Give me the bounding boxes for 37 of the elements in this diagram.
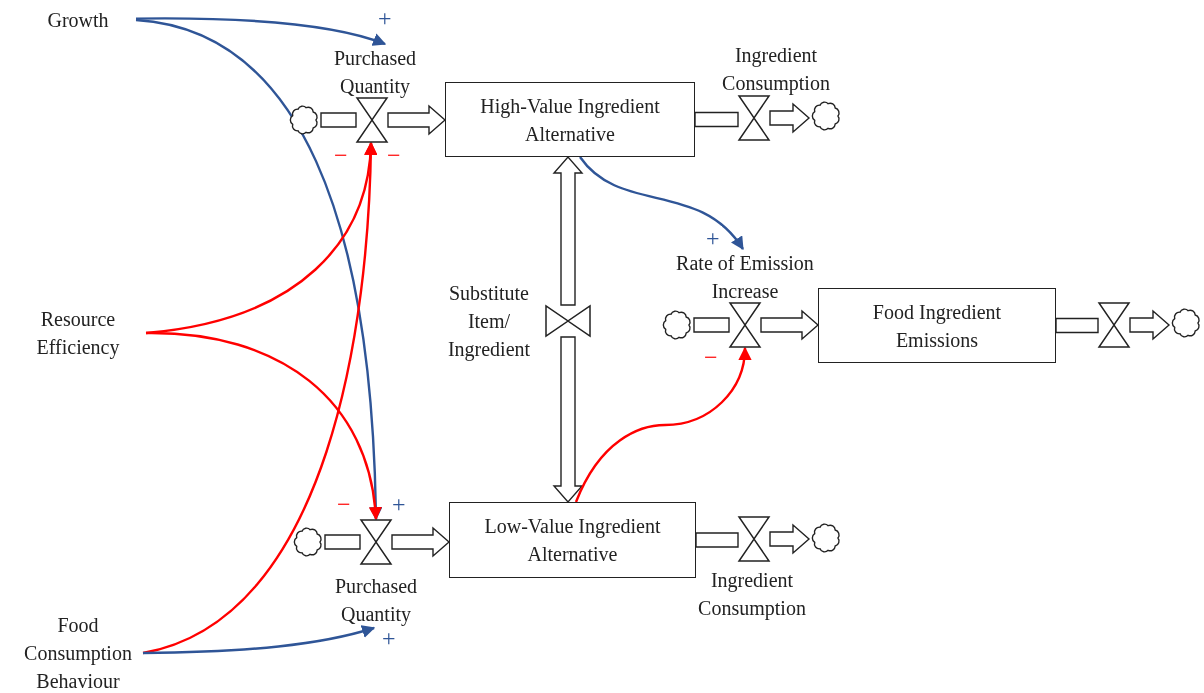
- variable-label: Growth: [20, 6, 136, 34]
- stock-box: Food Ingredient Emissions: [818, 288, 1056, 363]
- flow-label: Ingredient Consumption: [697, 568, 807, 622]
- cloud-icon: [809, 521, 843, 555]
- flow-pipe: [693, 317, 730, 333]
- flow-label: Rate of Emission Increase: [675, 251, 815, 304]
- flow-pipe: [1129, 309, 1171, 341]
- flow-pipe: [324, 534, 361, 550]
- flow-label: Purchased Quantity: [333, 574, 419, 628]
- causal-arrow: [145, 331, 382, 521]
- flow-pipe: [769, 523, 811, 555]
- flow-pipe: [694, 111, 739, 128]
- flow-pipe: [1055, 317, 1099, 334]
- flow-pipe: [391, 526, 451, 558]
- stock-box: High-Value Ingredient Alternative: [445, 82, 695, 157]
- variable-label: Resource Efficiency: [10, 305, 146, 361]
- stock-box: Low-Value Ingredient Alternative: [449, 502, 696, 578]
- flow-pipe: [760, 309, 820, 341]
- cloud-icon: [291, 525, 325, 559]
- causal-arrow: [142, 141, 378, 655]
- causal-arrow: [143, 625, 376, 655]
- flow-label: Purchased Quantity: [332, 46, 418, 100]
- cloud-icon: [809, 99, 843, 133]
- flow-pipe: [552, 155, 584, 306]
- cloud-icon: [1169, 306, 1203, 340]
- flow-label: Substitute Item/ Ingredient: [446, 281, 532, 363]
- flow-pipe: [769, 102, 811, 134]
- flow-pipe: [552, 336, 584, 504]
- flow-pipe: [387, 104, 447, 136]
- causal-arrow: [136, 17, 387, 47]
- flow-label: Ingredient Consumption: [721, 43, 831, 97]
- variable-label: Food Consumption Behaviour: [13, 611, 143, 693]
- flow-pipe: [695, 532, 739, 548]
- cloud-icon: [287, 103, 321, 137]
- flow-pipe: [320, 112, 357, 128]
- causal-arrow: [574, 346, 751, 503]
- cloud-icon: [660, 308, 694, 342]
